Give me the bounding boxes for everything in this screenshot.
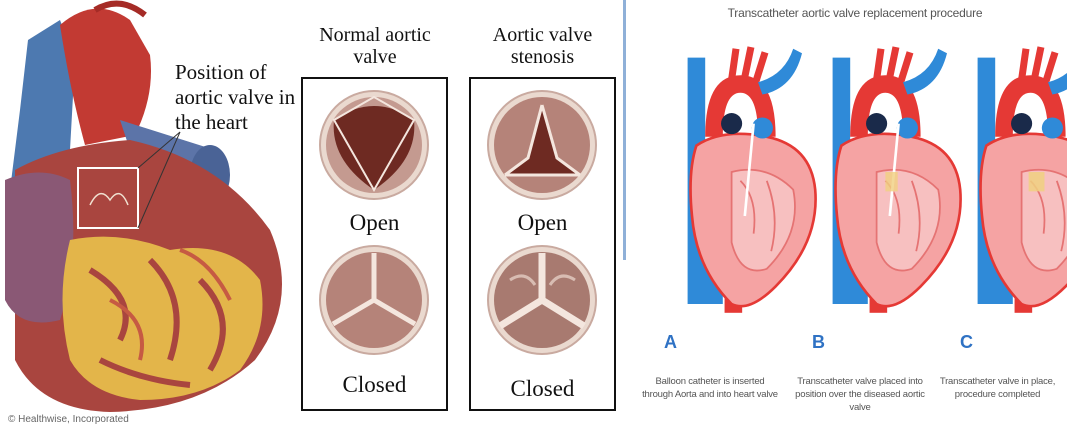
step-a-letter: A xyxy=(664,332,677,353)
step-b-caption: Transcatheter valve placed into position… xyxy=(790,375,930,414)
step-a-caption: Balloon catheter is inserted through Aor… xyxy=(640,375,780,401)
tavr-step-a-illustration xyxy=(688,47,816,313)
tavr-step-c-illustration xyxy=(978,47,1067,313)
step-c-letter: C xyxy=(960,332,973,353)
tavr-step-b-illustration xyxy=(833,47,961,313)
step-c-caption: Transcatheter valve in place, procedure … xyxy=(930,375,1065,401)
step-b-letter: B xyxy=(812,332,825,353)
